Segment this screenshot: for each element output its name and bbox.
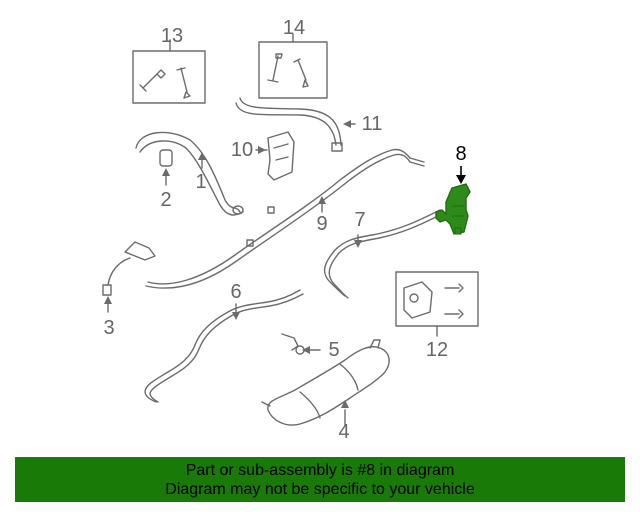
callout-12[interactable]: 12 xyxy=(425,339,449,361)
part-14-bolts xyxy=(258,33,328,99)
callout-1[interactable]: 1 xyxy=(195,171,207,193)
callout-4[interactable]: 4 xyxy=(338,421,350,443)
part-6-line xyxy=(144,289,304,403)
part-5-clip xyxy=(281,333,321,355)
callout-9[interactable]: 9 xyxy=(316,213,328,235)
callout-2[interactable]: 2 xyxy=(160,189,172,211)
callout-10[interactable]: 10 xyxy=(230,139,254,161)
part-8-valve-highlighted xyxy=(435,166,471,235)
banner-line-part: Part or sub-assembly is #8 in diagram xyxy=(185,462,455,479)
callout-5[interactable]: 5 xyxy=(328,339,340,361)
part-12-bracket xyxy=(395,271,479,337)
callout-8[interactable]: 8 xyxy=(455,143,467,165)
part-4-canister xyxy=(261,339,390,426)
part-13-bolts xyxy=(132,39,206,104)
part-10-bracket xyxy=(255,131,295,181)
info-banner: Part or sub-assembly is #8 in diagram Di… xyxy=(15,457,625,502)
callout-13[interactable]: 13 xyxy=(160,25,184,47)
callout-3[interactable]: 3 xyxy=(103,317,115,339)
part-1-hose xyxy=(135,131,244,216)
banner-line-disclaimer: Diagram may not be specific to your vehi… xyxy=(165,481,475,498)
callout-11[interactable]: 11 xyxy=(361,113,383,135)
part-2-sensor xyxy=(159,149,173,186)
callout-14[interactable]: 14 xyxy=(282,17,306,39)
part-9-line xyxy=(145,148,425,289)
callout-6[interactable]: 6 xyxy=(230,281,242,303)
callout-7[interactable]: 7 xyxy=(354,209,366,231)
part-3-sensor xyxy=(102,241,156,313)
parts-diagram xyxy=(102,33,479,426)
